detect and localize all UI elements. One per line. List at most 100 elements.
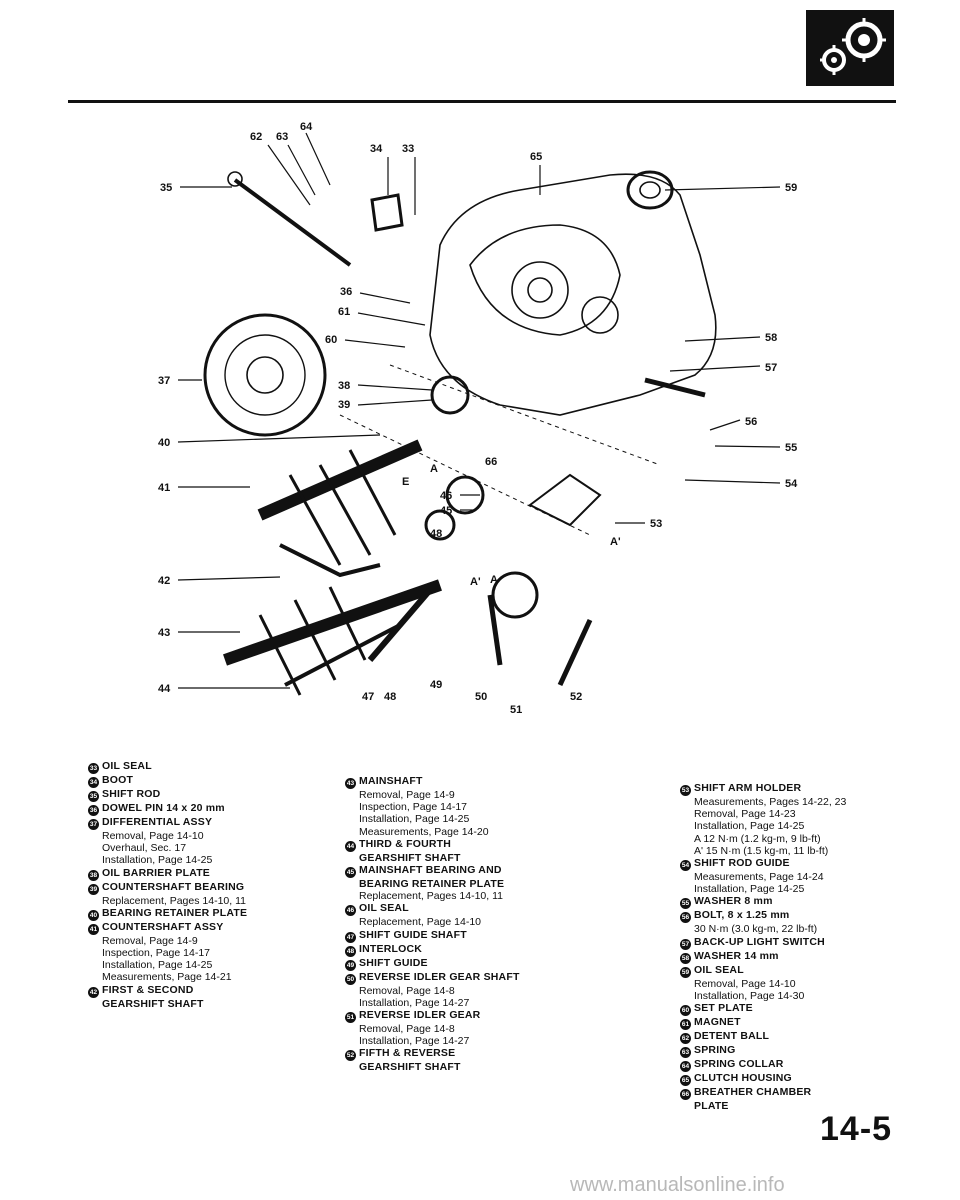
part-number-badge: 59: [680, 966, 691, 978]
callout-36: 36: [340, 286, 352, 298]
part-item: PLATE: [680, 1100, 920, 1112]
part-name: WASHER 14 mm: [694, 949, 779, 962]
part-item: GEARSHIFT SHAFT: [345, 1061, 645, 1073]
part-reference: A 12 N·m (1.2 kg-m, 9 lb-ft): [694, 832, 821, 845]
part-reference: 30 N·m (3.0 kg-m, 22 lb-ft): [694, 923, 818, 936]
part-name: COUNTERSHAFT BEARING: [102, 880, 245, 893]
part-reference: Installation, Page 14-30: [694, 989, 805, 1002]
part-name: SPRING COLLAR: [694, 1058, 784, 1071]
part-number-badge: 43: [345, 778, 356, 789]
part-name: SHIFT ROD: [102, 788, 161, 800]
part-reference: Removal, Page 14-23: [694, 808, 796, 821]
part-reference: Installation, Page 14-25: [694, 820, 805, 833]
part-number-badge: 40: [88, 909, 99, 921]
header-rule: [68, 100, 896, 103]
part-name: BOLT, 8 x 1.25 mm: [694, 909, 790, 922]
letter-a-2: A: [490, 574, 498, 586]
part-number-badge: 36: [88, 805, 99, 816]
callout-62: 62: [250, 131, 262, 143]
callout-41: 41: [158, 482, 170, 494]
part-number-badge: 48: [345, 945, 356, 957]
part-name: OIL SEAL: [694, 963, 744, 976]
callout-45: 45: [440, 505, 452, 517]
part-number-badge: 46: [345, 905, 356, 917]
part-name: BOOT: [102, 774, 134, 786]
callout-66: 66: [485, 456, 497, 468]
part-number-badge: 61: [680, 1019, 691, 1031]
part-name: THIRD & FOURTH: [359, 837, 452, 850]
part-reference: Removal, Page 14-9: [102, 934, 198, 947]
part-reference: Measurements, Page 14-20: [359, 825, 489, 838]
part-name: GEARSHIFT SHAFT: [102, 997, 204, 1010]
part-name: CLUTCH HOUSING: [694, 1072, 792, 1085]
part-number-badge: 33: [88, 763, 99, 774]
part-number-badge: 62: [680, 1033, 691, 1045]
callout-48b: 48: [384, 691, 396, 703]
part-name: BEARING RETAINER PLATE: [359, 878, 505, 891]
callout-57: 57: [765, 362, 777, 374]
part-reference: Replacement, Pages 14-10, 11: [102, 894, 246, 907]
callout-33: 33: [402, 143, 414, 155]
part-reference: Removal, Page 14-8: [359, 1023, 455, 1036]
part-number-badge: 45: [345, 867, 356, 879]
part-reference: Removal, Page 14-8: [359, 984, 455, 997]
part-number-badge: 58: [680, 952, 691, 964]
callout-56: 56: [745, 416, 757, 428]
watermark: www.manualsonline.info: [570, 1174, 785, 1196]
part-reference: Installation, Page 14-25: [694, 883, 805, 896]
part-number-badge: 56: [680, 912, 691, 924]
part-number-badge: 44: [345, 840, 356, 852]
exploded-view-diagram: 62 63 64 34 33 65 35 59 36 61 60 58 57 3…: [158, 121, 798, 716]
part-name: SHIFT ARM HOLDER: [694, 782, 802, 794]
part-name: DIFFERENTIAL ASSY: [102, 816, 213, 828]
part-number-badge: 63: [680, 1047, 691, 1059]
part-number-badge: 57: [680, 938, 691, 950]
callout-51: 51: [510, 704, 522, 716]
letter-a: A: [430, 463, 438, 475]
clutch-housing-shape: [429, 173, 717, 416]
part-name: COUNTERSHAFT ASSY: [102, 920, 224, 933]
page-number: 14-5: [820, 1110, 893, 1148]
part-number-badge: 42: [88, 986, 99, 998]
callout-47: 47: [362, 691, 374, 703]
part-number-badge: 47: [345, 931, 356, 943]
part-reference: Installation, Page 14-25: [359, 813, 470, 826]
part-name: SET PLATE: [694, 1002, 753, 1015]
callout-60: 60: [325, 334, 337, 346]
part-name: GEARSHIFT SHAFT: [359, 1061, 461, 1074]
part-name: FIFTH & REVERSE: [359, 1047, 456, 1060]
part-name: REVERSE IDLER GEAR: [359, 1009, 481, 1022]
callout-63: 63: [276, 131, 288, 143]
part-name: BREATHER CHAMBER: [694, 1086, 812, 1099]
part-number-badge: 55: [680, 898, 691, 910]
part-name: INTERLOCK: [359, 942, 423, 955]
part-name: REVERSE IDLER GEAR SHAFT: [359, 970, 520, 983]
part-number-badge: 54: [680, 860, 691, 872]
callout-34: 34: [370, 143, 383, 155]
part-name: GEARSHIFT SHAFT: [359, 851, 461, 864]
part-name: WASHER 8 mm: [694, 895, 773, 908]
callout-52: 52: [570, 691, 582, 703]
callout-50: 50: [475, 691, 487, 703]
callout-44: 44: [158, 683, 171, 695]
part-name: OIL SEAL: [359, 902, 409, 915]
